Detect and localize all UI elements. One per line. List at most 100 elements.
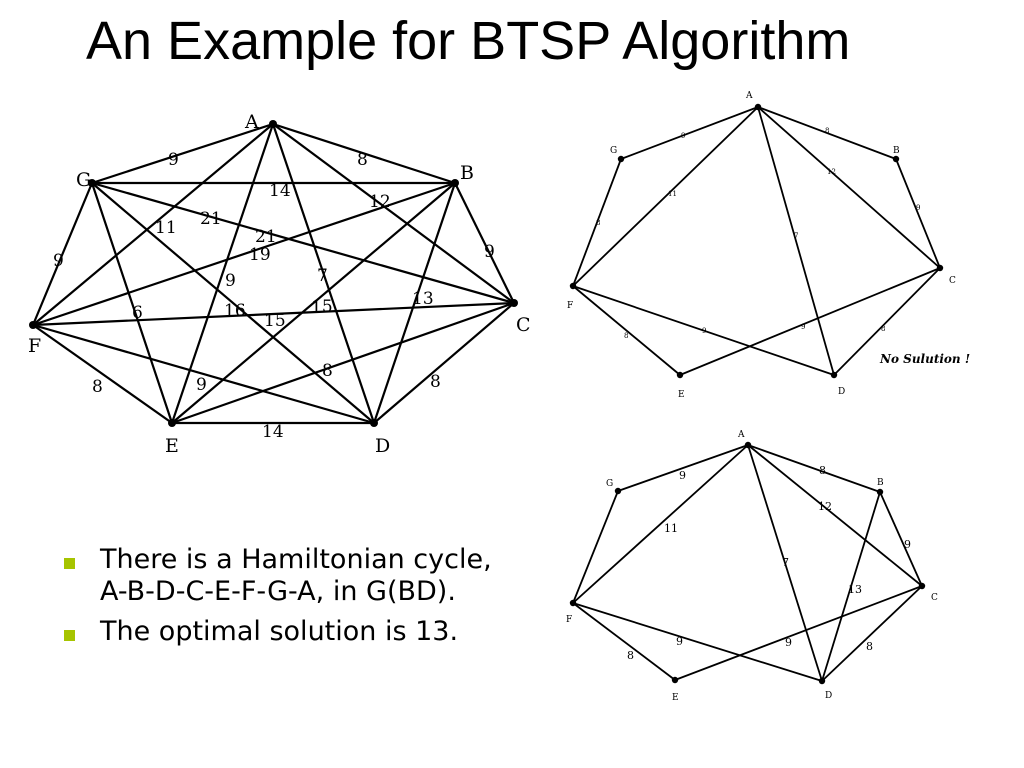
edge-A-D [747, 444, 823, 682]
weight-label: 12 [818, 500, 832, 513]
edge-G-F [31, 182, 94, 326]
label-E: E [678, 390, 685, 400]
edge-C-E [679, 267, 941, 376]
weight-label: 15 [264, 311, 286, 331]
vertex-A [744, 441, 752, 449]
vertex-F [569, 282, 577, 290]
label-F: F [566, 615, 572, 625]
edge-F-E [572, 602, 676, 681]
weight-label: 7 [782, 556, 789, 569]
weight-label: 9 [801, 323, 805, 331]
vertex-A [269, 120, 277, 128]
label-C: C [516, 314, 531, 336]
edge-B-C [454, 182, 515, 304]
vertex-F [29, 321, 37, 329]
vertex-E [168, 419, 176, 427]
no-solution-graph [572, 106, 941, 376]
weight-label: 9 [484, 242, 495, 262]
weight-label: 8 [596, 219, 600, 227]
vertex-C [918, 582, 926, 590]
weight-label: 7 [317, 266, 328, 286]
edge-G-D [91, 182, 375, 424]
edge-A-F [572, 444, 749, 604]
weight-label: 21 [255, 227, 277, 247]
weight-label: 9 [785, 636, 792, 649]
no-solution-weights: 9 8 12 11 9 7 8 9 8 8 9 [596, 127, 920, 340]
vertex-E [676, 371, 684, 379]
weight-label: 14 [269, 181, 291, 201]
label-F: F [567, 301, 573, 311]
vertex-D [830, 371, 838, 379]
edge-B-C [879, 491, 923, 587]
full-graph-weights: 9 8 14 12 11 21 21 19 9 9 7 13 6 16 15 1… [53, 150, 495, 442]
weight-label: 9 [681, 132, 685, 140]
weight-label: 11 [668, 190, 677, 198]
edge-A-G [91, 122, 274, 185]
edge-A-G [617, 444, 749, 492]
label-G: G [76, 169, 91, 191]
weight-label: 8 [819, 464, 826, 477]
label-D: D [825, 691, 832, 701]
edge-A-B [747, 444, 881, 493]
edge-C-D [821, 585, 923, 682]
edge-A-B [757, 106, 897, 160]
vertex-E [671, 676, 679, 684]
edge-B-E [171, 182, 456, 424]
label-D: D [375, 435, 390, 457]
weight-label: 8 [322, 361, 333, 381]
vertex-G [617, 155, 625, 163]
weight-label: 19 [249, 245, 271, 265]
weight-label: 11 [664, 522, 678, 535]
vertex-D [370, 419, 378, 427]
edge-C-D [833, 267, 941, 376]
weight-label: 8 [430, 372, 441, 392]
vertex-B [451, 179, 459, 187]
weight-label: 8 [627, 649, 634, 662]
solution-node-labels: A B C D E F G [566, 430, 938, 703]
label-A: A [244, 111, 259, 133]
edge-A-E [170, 123, 275, 424]
bullet-square-icon [64, 558, 75, 569]
bullet-item: The optimal solution is 13. [62, 616, 522, 648]
weight-label: 9 [196, 375, 207, 395]
weight-label: 12 [827, 168, 836, 176]
no-solution-node-labels: A B C D E F G [567, 91, 956, 400]
weight-label: 7 [794, 232, 798, 240]
weight-label: 14 [262, 422, 284, 442]
solution-graph [572, 444, 923, 682]
edge-F-D [32, 323, 375, 425]
edge-A-G [620, 106, 759, 160]
edge-A-C [747, 444, 923, 587]
edge-G-C [91, 181, 515, 305]
weight-label: 6 [132, 303, 143, 323]
weight-label: 13 [412, 289, 434, 309]
edge-A-B [272, 122, 456, 185]
weight-label: 13 [848, 583, 862, 596]
edge-G-E [90, 182, 174, 424]
bullet-text: There is a Hamiltonian cycle, A-B-D-C-E-… [100, 544, 492, 607]
weight-label: 16 [224, 301, 246, 321]
weight-label: 21 [200, 209, 222, 229]
weight-label: 8 [866, 640, 873, 653]
edge-C-D [373, 302, 515, 424]
edge-B-D [372, 182, 457, 424]
weight-label: 9 [53, 251, 64, 271]
vertex-D [818, 677, 826, 685]
edge-A-C [757, 106, 941, 269]
label-B: B [893, 146, 900, 156]
bullet-item: There is a Hamiltonian cycle, A-B-D-C-E-… [62, 544, 522, 608]
weight-label: 8 [881, 325, 885, 333]
label-A: A [745, 91, 753, 101]
label-D: D [838, 387, 845, 397]
weight-label: 15 [311, 297, 333, 317]
vertex-B [876, 488, 884, 496]
full-graph-node-labels: A B C D E F G [28, 111, 531, 457]
weight-label: 9 [225, 271, 236, 291]
edge-A-F [572, 106, 759, 287]
weight-label: 8 [92, 377, 103, 397]
vertex-B [892, 155, 900, 163]
edge-A-D [271, 123, 376, 424]
weight-label: 9 [702, 327, 706, 335]
label-B: B [460, 162, 474, 184]
